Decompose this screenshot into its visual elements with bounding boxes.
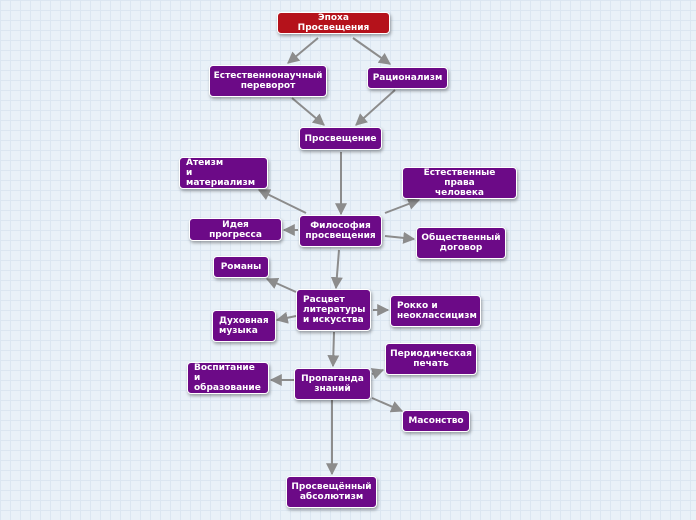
edge-propaganda-periodicals: [370, 368, 385, 380]
node-rococo[interactable]: Рокко и неоклассицизм: [390, 295, 481, 327]
node-propaganda[interactable]: Пропаганда знаний: [294, 368, 371, 400]
node-enlightenment[interactable]: Просвещение: [299, 127, 382, 150]
node-philosophy[interactable]: Философия просвещения: [299, 215, 382, 247]
node-absolutism[interactable]: Просвещённый абсолютизм: [286, 476, 377, 508]
edge-root-rationalism: [352, 37, 391, 65]
node-natural-rights[interactable]: Естественные права человека: [402, 167, 517, 199]
node-spiritual-music[interactable]: Духовная музыка: [212, 310, 276, 342]
edge-philosophy-flourishing: [330, 249, 343, 290]
node-atheism[interactable]: Атеизм и материализм: [179, 157, 268, 189]
edge-propaganda-masonry: [371, 397, 404, 413]
edge-scientific-enlightenment: [291, 97, 325, 126]
edge-flourishing-novels: [265, 277, 297, 293]
node-flourishing[interactable]: Расцвет литературы и искусства: [296, 289, 371, 331]
edge-rationalism-enlightenment: [355, 89, 396, 126]
node-social-contract[interactable]: Общественный договор: [416, 227, 506, 259]
node-periodicals[interactable]: Периодическая печать: [385, 343, 477, 375]
node-education[interactable]: Воспитание и образование: [187, 362, 269, 394]
edge-philosophy-naturalrights: [384, 198, 421, 214]
node-masonry[interactable]: Масонство: [402, 410, 470, 432]
edge-flourishing-music: [275, 311, 297, 324]
edge-philosophy-socialcontract: [384, 231, 416, 244]
edge-philosophy-atheism: [257, 189, 307, 214]
node-root[interactable]: Эпоха Просвещения: [277, 12, 390, 34]
edge-root-scientific: [287, 37, 319, 64]
node-scientific-revolution[interactable]: Естественнонаучный переворот: [209, 65, 327, 97]
node-progress-idea[interactable]: Идея прогресса: [189, 218, 282, 241]
node-rationalism[interactable]: Рационализм: [367, 67, 448, 89]
edge-flourishing-propaganda: [327, 331, 340, 368]
node-novels[interactable]: Романы: [213, 256, 269, 278]
